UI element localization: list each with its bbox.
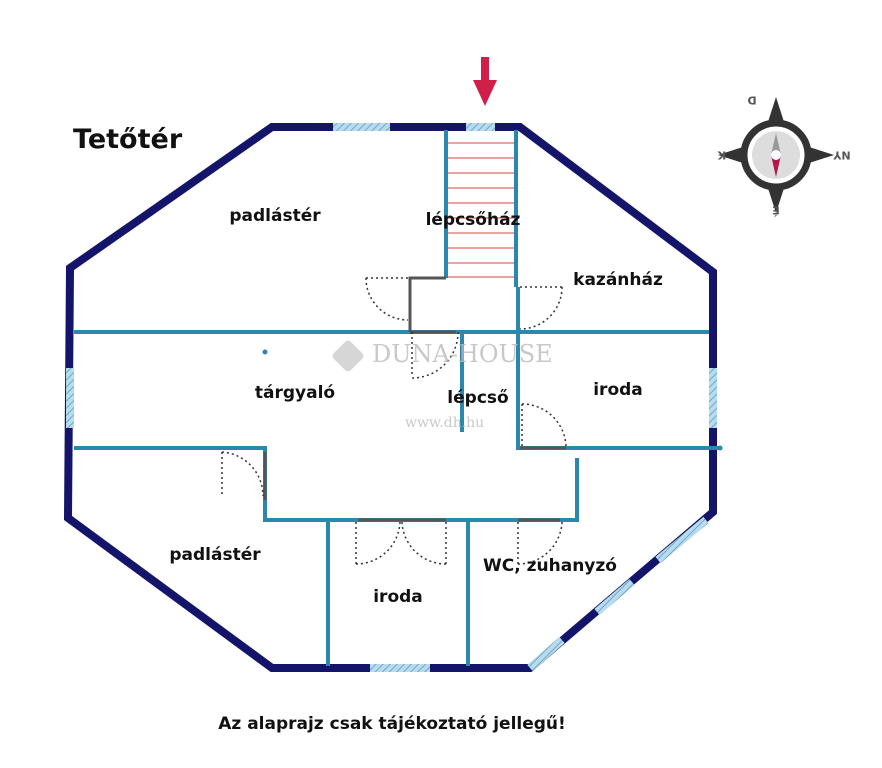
- room-label-iroda-bottom: iroda: [373, 587, 423, 607]
- windows: [66, 123, 717, 672]
- room-label-padlaster-top: padlástér: [229, 206, 321, 226]
- compass-west-label: NY: [833, 148, 851, 162]
- compass-east-label: K: [717, 148, 727, 162]
- room-label-kazanhaz: kazánház: [573, 270, 663, 290]
- inner-walls: [74, 130, 720, 666]
- watermark-url: www.dh.hu: [405, 415, 485, 431]
- compass-icon: [718, 97, 834, 213]
- disclaimer: Az alaprajz csak tájékoztató jellegű!: [218, 714, 566, 734]
- floor-title: Tetőtér: [73, 124, 183, 155]
- entrance-arrow-icon: [473, 57, 497, 106]
- room-label-padlaster-bottom: padlástér: [169, 545, 261, 565]
- partitions: [263, 276, 566, 522]
- room-label-lepcso: lépcső: [447, 388, 509, 408]
- room-label-targyalo: tárgyaló: [254, 383, 336, 403]
- room-label-iroda-right: iroda: [593, 380, 643, 400]
- room-label-wc: WC, zuhanyzó: [483, 556, 617, 576]
- fixture-dot: [262, 349, 268, 355]
- stairs: [448, 142, 514, 278]
- room-label-lepcsohaz: lépcsőház: [425, 210, 521, 230]
- compass-north-label: É: [772, 203, 780, 217]
- watermark-brand: DUNA-HOUSE: [372, 340, 553, 368]
- door-swings: [221, 277, 567, 565]
- compass-south-label: D: [747, 93, 757, 107]
- fixture-dot: [717, 445, 723, 451]
